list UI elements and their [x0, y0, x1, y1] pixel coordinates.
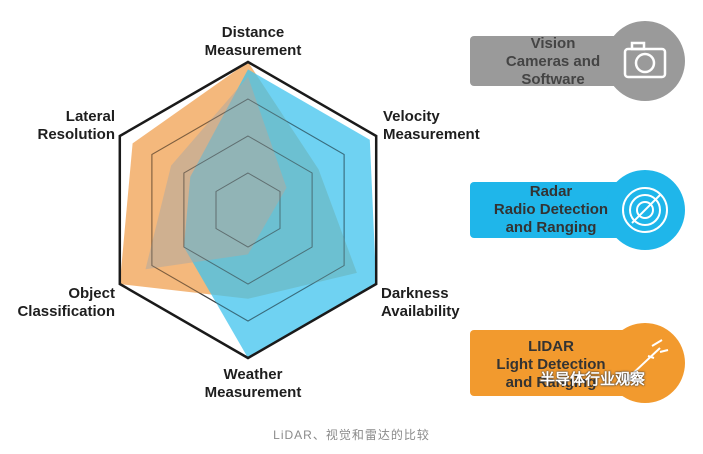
- grid-ring-overlay-1: [215, 172, 281, 248]
- radar-frame: [118, 60, 378, 360]
- axis-label-distance: Distance Measurement: [204, 24, 302, 59]
- camera-icon: [623, 41, 667, 79]
- axis-label-lateral: Lateral Resolution: [37, 108, 116, 143]
- legend-lidar: [470, 323, 685, 403]
- area-vision: [145, 76, 287, 270]
- axis-label-object: Object Classification: [17, 285, 115, 320]
- grid-ring-overlay-2: [183, 135, 313, 285]
- axis-label-weather: Weather Measurement: [204, 366, 302, 401]
- outer-hexagon: [118, 60, 378, 360]
- watermark: 半导体行业观察: [540, 371, 646, 388]
- axis-label-darkness: Darkness Availability: [381, 285, 460, 320]
- radar-icon: [622, 187, 668, 233]
- laser-icon: [624, 339, 669, 382]
- axis-label-velocity: Velocity Measurement: [383, 108, 480, 143]
- legend-text-lidar: LIDAR Light Detection and Ranging: [496, 338, 606, 391]
- radar-areas: [119, 62, 377, 359]
- grid-ring-overlay-3: [151, 98, 345, 322]
- legend-text-radar: Radar Radio Detection and Ranging: [493, 183, 609, 236]
- legend-text-vision: Vision Cameras and Software: [505, 35, 601, 88]
- figure-caption: LiDAR、视觉和雷达的比较: [273, 428, 430, 442]
- legend-vision: [470, 21, 685, 101]
- legend-radar: [470, 170, 685, 250]
